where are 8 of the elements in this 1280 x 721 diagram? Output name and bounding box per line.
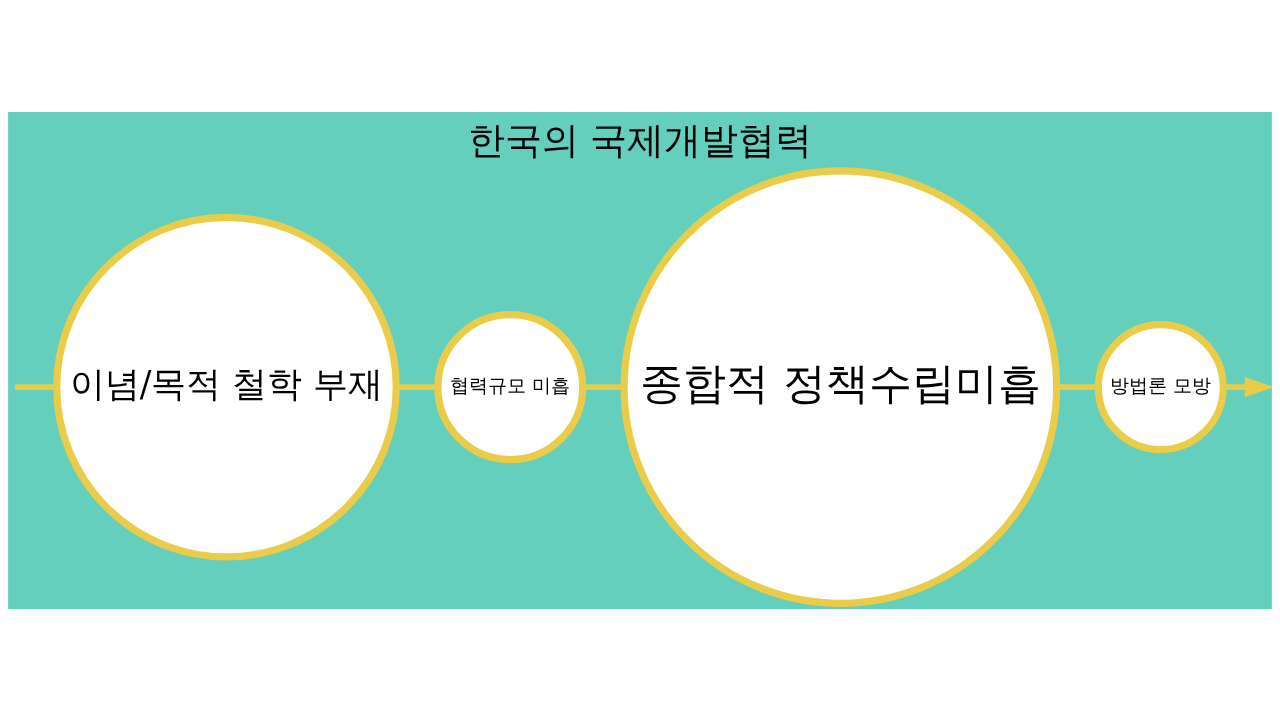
connector	[15, 384, 57, 390]
node-circle: 방법론 모방	[1094, 321, 1227, 454]
node-circle: 협력규모 미흡	[434, 311, 587, 464]
diagram-title: 한국의 국제개발협력	[467, 118, 813, 163]
node-circle: 이념/목적 철학 부재	[53, 213, 400, 561]
node-circle: 종합적 정책수립미흡	[620, 167, 1061, 607]
connector	[396, 384, 438, 390]
arrow	[1223, 377, 1272, 398]
